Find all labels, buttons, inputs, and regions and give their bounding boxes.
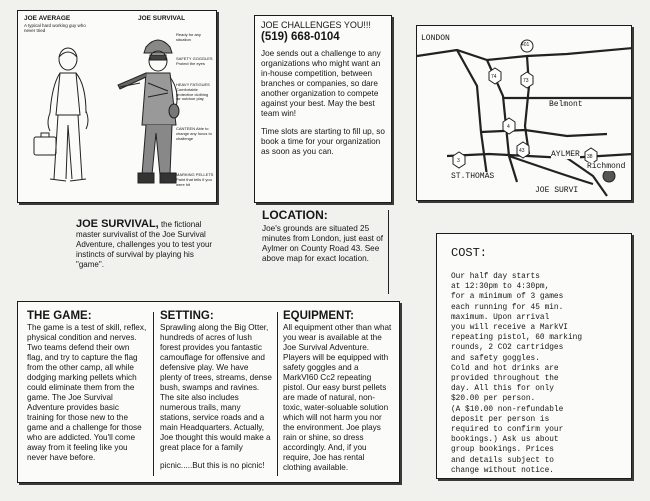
route-38: 38 — [587, 154, 593, 160]
cost-line: group bookings. Prices — [451, 446, 554, 455]
joe-survival-heading: JOE SURVIVAL — [138, 15, 186, 22]
joe-survival-figure — [117, 39, 180, 184]
game-heading: THE GAME: — [27, 310, 92, 322]
column-divider — [153, 312, 154, 476]
challenge-paragraph: Time slots are starting to fill up, so b… — [261, 127, 385, 156]
cost-line: bookings.) Ask us about — [451, 436, 559, 445]
cost-line: deposit per person is — [451, 415, 550, 424]
cost-line: day. All this for only — [451, 385, 554, 394]
location-heading: LOCATION: — [262, 208, 328, 222]
map-label-richmond: Richmond — [587, 162, 626, 171]
cost-line: (A $10.00 non-refundable — [451, 405, 564, 414]
joe-average-figure — [33, 47, 89, 182]
cost-line: maximum. Upon arrival — [451, 313, 550, 322]
equipment-column: EQUIPMENT: All equipment other than what… — [283, 310, 393, 473]
cost-line: and details subject to — [451, 456, 554, 465]
map-panel: LONDON Belmont AYLMER Richmond ST.THOMAS… — [416, 25, 632, 201]
cost-line: change without notice. — [451, 466, 554, 475]
equipment-heading: EQUIPMENT: — [283, 310, 354, 322]
joe-average-caption: A typical hard working guy who never tri… — [24, 23, 86, 33]
map-label-joe-survival: JOE SURVI — [535, 186, 579, 195]
route-73: 73 — [523, 78, 529, 84]
map-label-london: LONDON — [421, 34, 450, 43]
illustration-panel: JOE AVERAGE A typical hard working guy w… — [17, 10, 217, 203]
route-401: 401 — [521, 42, 530, 48]
setting-closing: picnic.....But this is no picnic! — [160, 461, 265, 470]
cost-line: Cold and hot drinks are — [451, 364, 559, 373]
joe-average-heading: JOE AVERAGE — [24, 15, 71, 22]
location-text: Joe's grounds are situated 25 minutes fr… — [262, 224, 384, 263]
game-text: The game is a test of skill, reflex, phy… — [27, 323, 147, 462]
map-label-belmont: Belmont — [549, 100, 583, 109]
column-divider — [277, 312, 278, 476]
challenge-panel: JOE CHALLENGES YOU!!! (519) 668-0104 Joe… — [254, 15, 392, 203]
cost-lines: Our half day starts at 12:30pm to 4:30pm… — [451, 272, 617, 476]
route-43: 43 — [519, 148, 525, 154]
cost-line: for a minimum of 3 games — [451, 293, 564, 302]
cost-line: $20.00 per person. — [451, 395, 536, 404]
cost-line: each running for 45 min. — [451, 303, 564, 312]
joe-survival-note: SAFETY GOGGLES Protect the eyes — [176, 56, 213, 66]
cost-line: you will receive a MarkVI — [451, 324, 568, 333]
game-column: THE GAME: The game is a test of skill, r… — [27, 310, 147, 463]
cost-line: Our half day starts — [451, 273, 540, 281]
equipment-text: All equipment other than what you wear i… — [283, 323, 392, 472]
cost-line: provided throughout the — [451, 375, 559, 384]
map-label-aylmer: AYLMER — [551, 150, 580, 159]
cost-line: required to confirm your — [451, 426, 564, 435]
challenge-heading: JOE CHALLENGES YOU!!! — [261, 20, 371, 30]
setting-column: SETTING: Sprawling along the Big Otter, … — [160, 310, 272, 471]
road-map — [417, 39, 631, 197]
cost-panel: COST: Our half day starts at 12:30pm to … — [436, 233, 632, 479]
intro-text: JOE SURVIVAL, the fictional master survi… — [76, 219, 216, 270]
joe-survival-note: Ready for any situation — [176, 32, 201, 42]
info-panel: THE GAME: The game is a test of skill, r… — [17, 301, 400, 483]
setting-heading: SETTING: — [160, 310, 214, 322]
intro-body: the fictional master survivalist of the … — [76, 220, 213, 269]
route-4: 4 — [507, 124, 510, 130]
cost-line: at 12:30pm to 4:30pm, — [451, 283, 550, 292]
joe-survival-note: HEAVY FATIGUES Comfortable protective cl… — [176, 82, 210, 102]
setting-text: Sprawling along the Big Otter, hundreds … — [160, 323, 272, 452]
location-rule — [388, 210, 389, 294]
cost-heading: COST: — [451, 246, 488, 260]
map-label-st-thomas: ST.THOMAS — [451, 172, 495, 181]
joe-survival-note: MARKING PELLETS Paint that tells if you … — [176, 172, 214, 187]
cost-line: rounds, 2 CO2 cartridges — [451, 344, 564, 353]
route-3: 3 — [457, 158, 460, 164]
location-block: LOCATION: Joe's grounds are situated 25 … — [262, 208, 392, 264]
challenge-phone: (519) 668-0104 — [261, 31, 340, 43]
cost-line: repeating pistol, 60 marking — [451, 334, 583, 343]
intro-lead: JOE SURVIVAL, — [76, 218, 159, 230]
challenge-paragraph: Joe sends out a challenge to any organiz… — [261, 49, 381, 118]
joe-survival-note: CANTEEN Able to change any focus to chal… — [176, 126, 212, 141]
route-74: 74 — [491, 74, 497, 80]
cost-line: and safety goggles. — [451, 354, 540, 363]
